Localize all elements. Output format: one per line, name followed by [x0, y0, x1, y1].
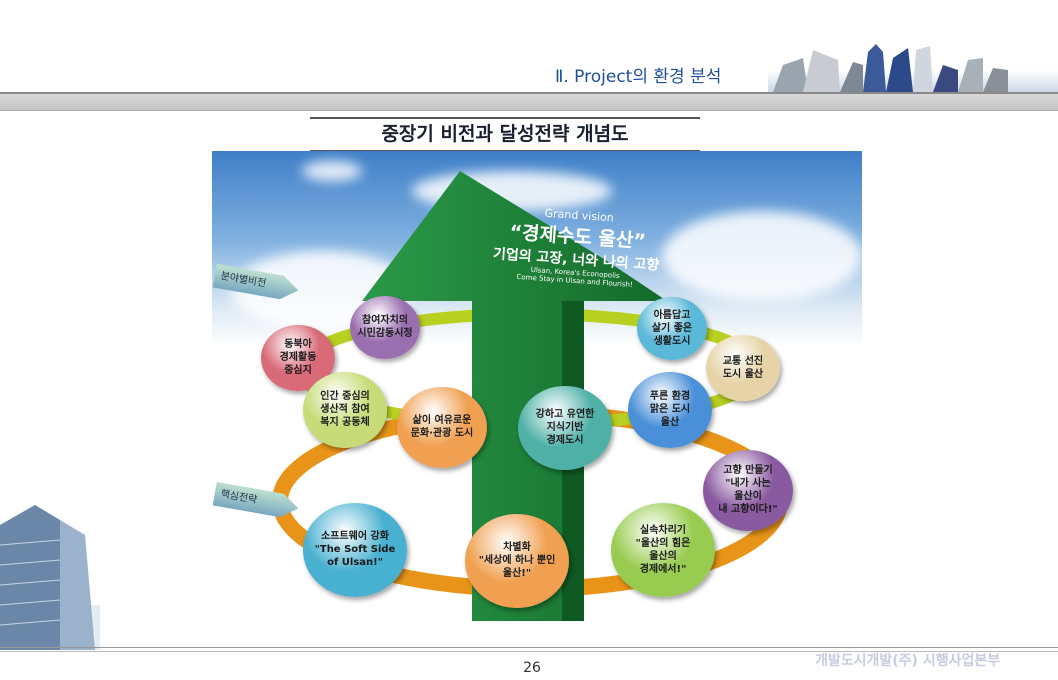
- strategies-text-line: 경제에서!": [639, 563, 687, 575]
- strategies-text-line: "울산의 힘은: [635, 537, 691, 549]
- slide-title: 중장기 비전과 달성전략 개념도: [310, 117, 700, 152]
- visions-text-line: 아름답고: [653, 309, 691, 321]
- strategies-text-line: of Ulsan!": [327, 557, 383, 569]
- strategies-text-line: 울산이: [734, 491, 762, 502]
- page-number: 26: [523, 660, 541, 676]
- visions-text-line: 맑은 도시: [649, 404, 691, 416]
- strategies-text-line: 소프트웨어 강화: [321, 531, 389, 543]
- strategies-text-line: 내 고향이다!": [718, 504, 778, 515]
- visions-text-line: 참여자치의: [362, 315, 408, 326]
- header-band: [0, 92, 1058, 111]
- strategies-text-line: "세상에 하나 뿐인: [478, 555, 556, 567]
- visions-text-line: 도시 울산: [722, 368, 764, 380]
- strategies-text-line: 차별화: [503, 542, 531, 554]
- strategies-text-line: 실속차리기: [640, 524, 686, 536]
- visions-text-line: 살기 좋은: [651, 322, 693, 334]
- visions-text-line: 시민감동시정: [357, 328, 413, 339]
- strategies-text-line: 울산의: [649, 550, 677, 562]
- section-title: Ⅱ. Project의 환경 분석: [555, 67, 722, 87]
- visions-text-line: 생활도시: [653, 335, 691, 347]
- visions-text-line: 인간 중심의: [320, 391, 370, 403]
- strategies-text-line: 고향 만들기: [723, 465, 773, 476]
- footer-divider: [0, 647, 1058, 652]
- visions-text-line: 울산: [660, 417, 680, 429]
- strategies-text-line: "내가 사는: [725, 478, 771, 489]
- grand-vision-arrow: [362, 171, 667, 621]
- visions-text-line: 교통 선진: [722, 355, 764, 367]
- strategies-text-line: 울산!": [502, 568, 532, 580]
- skyline-image: [768, 44, 1058, 93]
- visions-text-line: 푸른 환경: [649, 391, 691, 403]
- visions-text-line: 동북아: [284, 339, 312, 351]
- visions-text-line: 문화·관광 도시: [410, 428, 474, 439]
- strategies-text-line: "The Soft Side: [314, 544, 396, 556]
- visions-text-line: 경제활동: [279, 352, 317, 364]
- visions-text-line: 삶이 여유로운: [412, 415, 472, 426]
- visions-text-line: 중심지: [284, 365, 312, 377]
- building-image: [0, 505, 100, 650]
- visions-text-line: 강하고 유연한: [535, 409, 595, 421]
- footer-company: 개발도시개발(주) 시행사업본부: [815, 653, 1001, 669]
- visions-text-line: 생산적 참여: [320, 404, 370, 416]
- visions-text-line: 지식기반: [546, 422, 584, 434]
- visions-text-line: 경제도시: [546, 435, 584, 447]
- visions-text-line: 복지 공동체: [320, 417, 370, 429]
- vision-diagram: Grand vision “경제수도 울산” 기업의 고장, 너와 나의 고향 …: [212, 151, 862, 621]
